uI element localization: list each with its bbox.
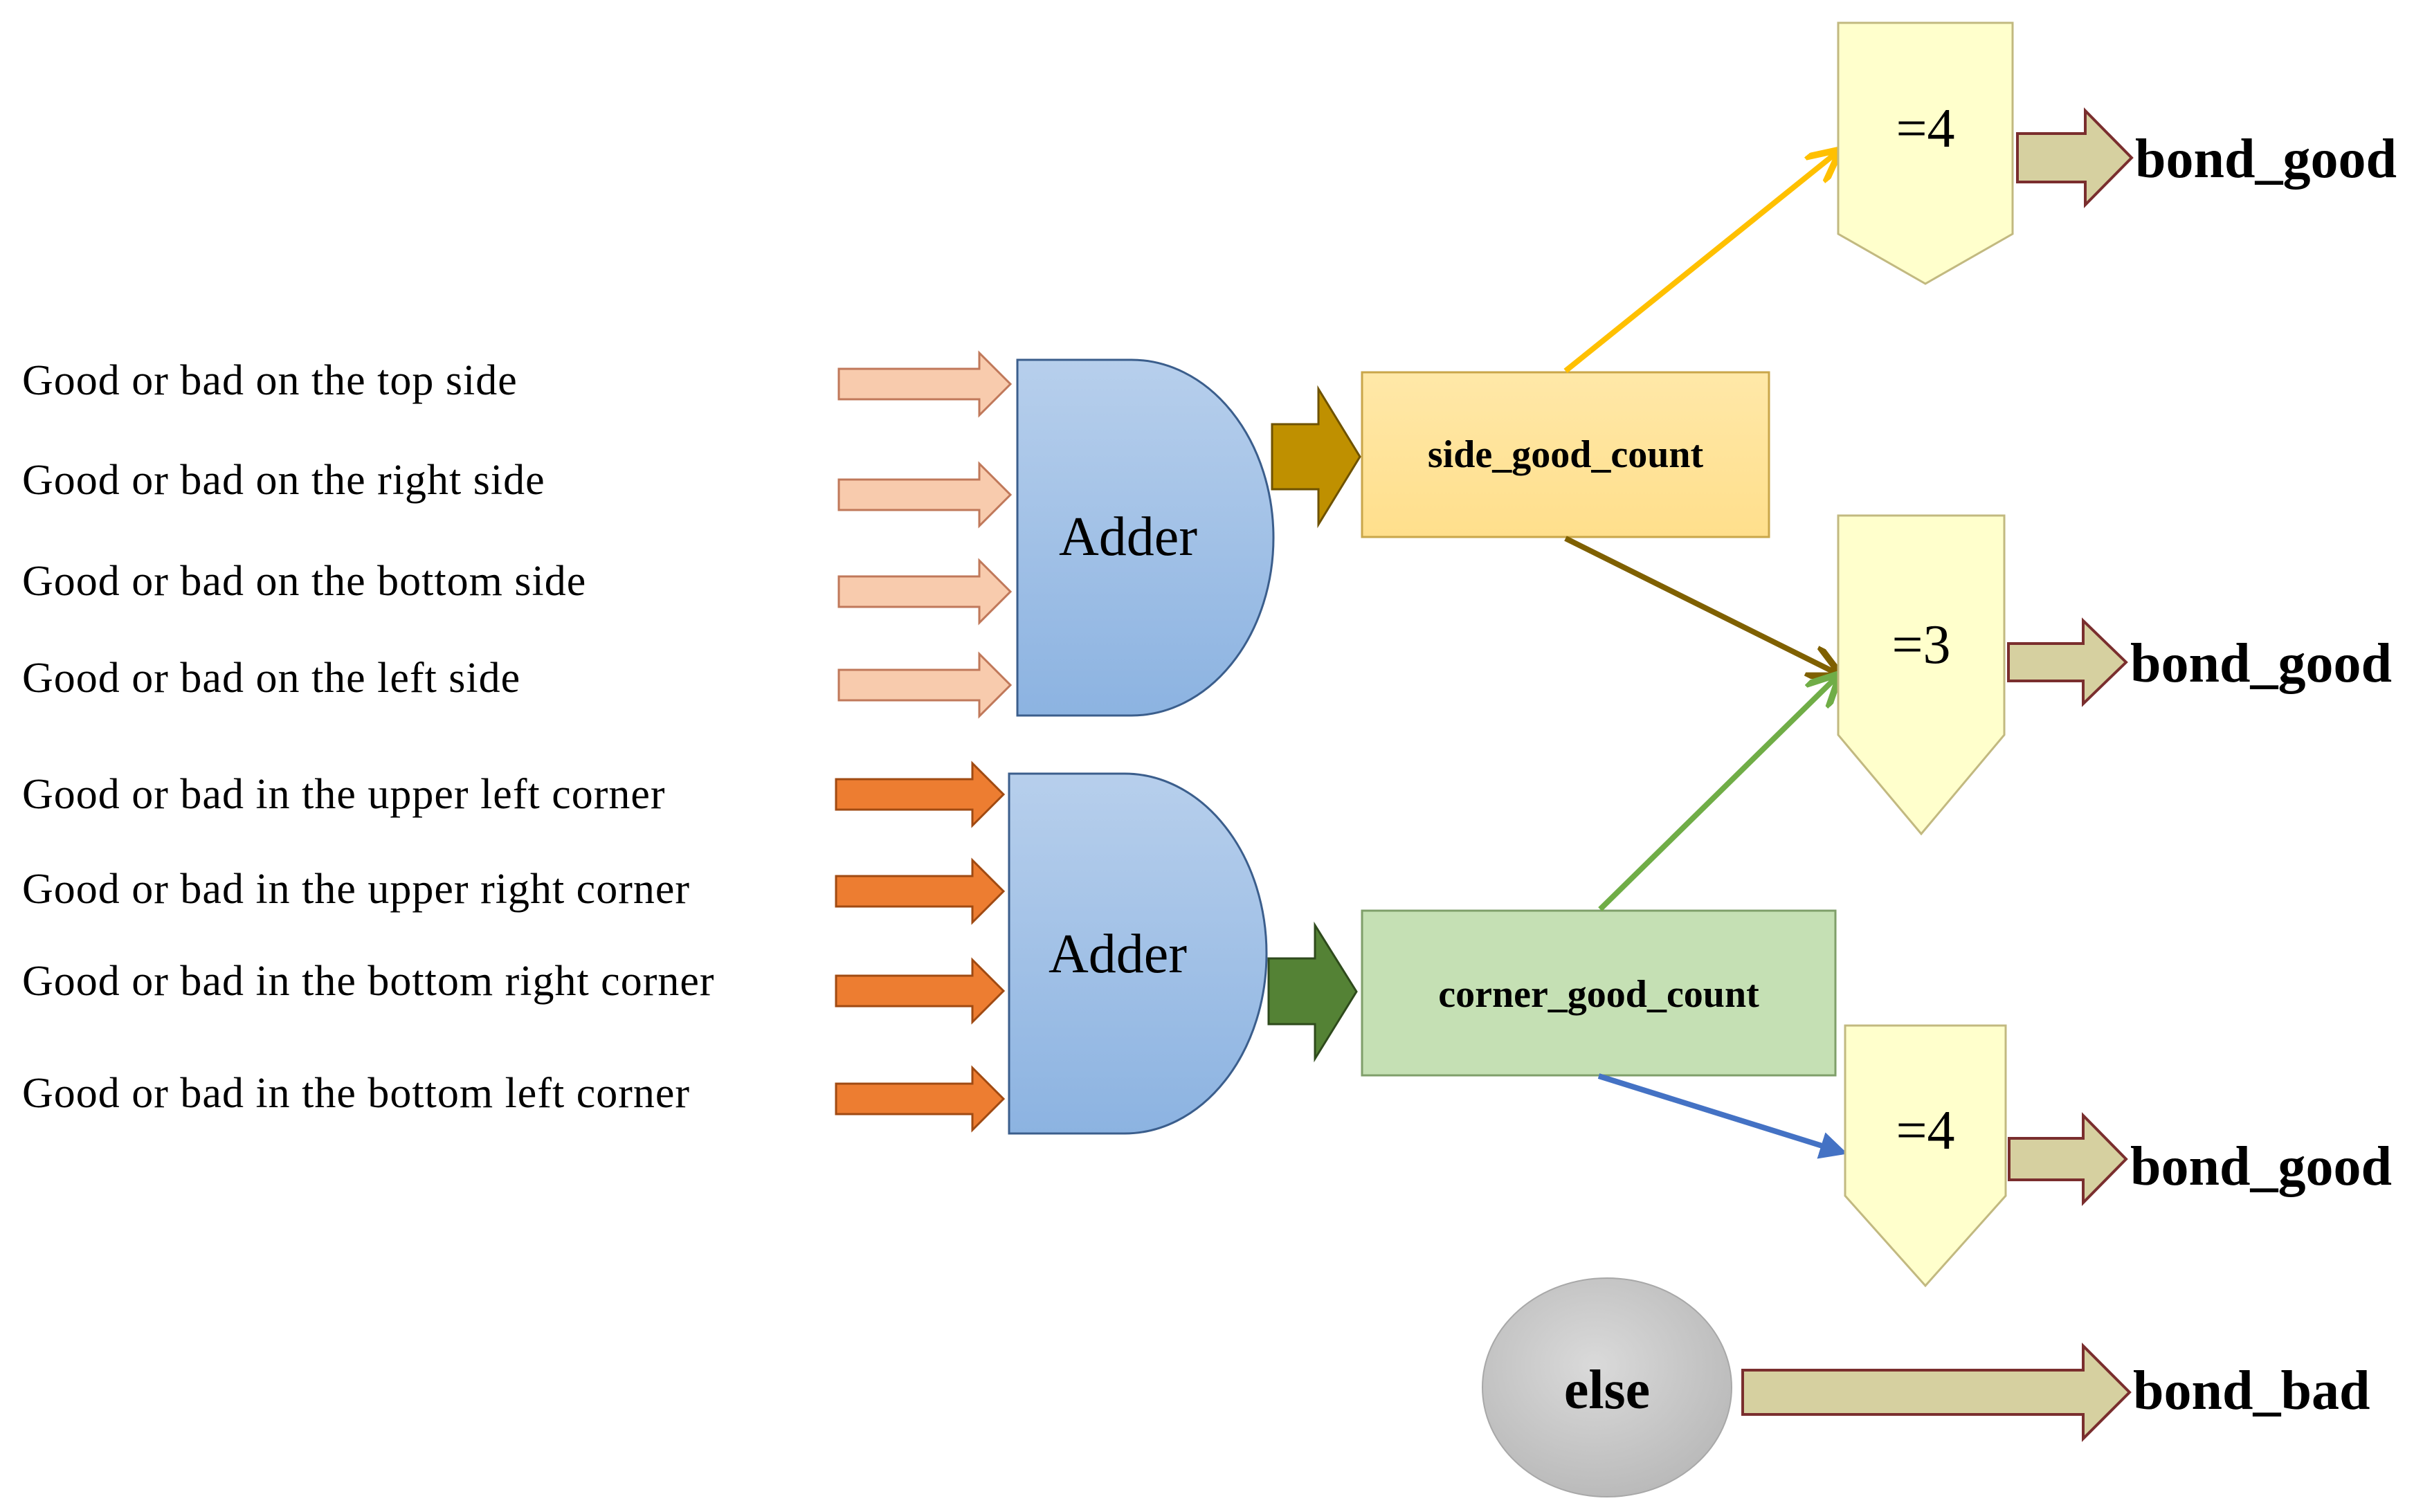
comparator-top-shape — [1837, 21, 2014, 285]
side-input-arrow-top — [837, 350, 1013, 418]
output-arrows — [1741, 107, 2134, 1442]
output-label-bottom: bond_good — [2130, 1136, 2392, 1197]
connector-side-to-eq3 — [1564, 536, 1835, 673]
side-good-count-box — [1361, 371, 1770, 538]
output-arrow-else — [1741, 1342, 2132, 1442]
corner-adder-label: Adder — [1049, 924, 1187, 985]
connector-side-to-eq4-top — [1563, 154, 1835, 374]
corner-good-count-box — [1361, 909, 1837, 1077]
side-input-arrow-left — [837, 651, 1013, 719]
input-label-upper-right-corner: Good or bad in the upper right corner — [22, 866, 690, 913]
corner-input-arrow-bottom-left — [835, 1065, 1006, 1133]
corner-input-arrow-upper-right — [835, 857, 1006, 925]
corner-adder-shape — [1008, 772, 1268, 1135]
input-label-left-side: Good or bad on the left side — [22, 655, 520, 702]
output-arrow-middle — [2007, 617, 2128, 707]
side-adder-shape — [1016, 358, 1275, 717]
corner-adder-output-arrow — [1267, 921, 1358, 1063]
corner-input-arrow-upper-left — [835, 760, 1006, 828]
input-label-top-side: Good or bad on the top side — [22, 357, 518, 404]
input-label-upper-left-corner: Good or bad in the upper left corner — [22, 771, 666, 818]
corner-input-arrow-bottom-right — [835, 957, 1006, 1025]
else-node-label: else — [1564, 1360, 1650, 1421]
input-label-bottom-right-corner: Good or bad in the bottom right corner — [22, 958, 715, 1005]
comparator-middle-shape — [1837, 514, 2006, 836]
output-arrow-top — [2016, 107, 2134, 208]
input-label-right-side: Good or bad on the right side — [22, 457, 545, 504]
comparator-top-label: =4 — [1896, 98, 1954, 159]
corner-good-count-label: corner_good_count — [1438, 973, 1759, 1016]
corner-input-arrows — [835, 760, 1006, 1133]
input-label-bottom-left-corner: Good or bad in the bottom left corner — [22, 1070, 690, 1117]
comparator-bottom-shape — [1844, 1024, 2007, 1288]
output-arrow-bottom — [2008, 1112, 2128, 1206]
side-good-count-label: side_good_count — [1428, 433, 1704, 476]
comparator-middle-label: =3 — [1891, 614, 1950, 675]
connector-corner-to-eq4-bottom — [1597, 1073, 1848, 1159]
output-label-top: bond_good — [2135, 129, 2397, 190]
output-label-else: bond_bad — [2133, 1360, 2370, 1421]
else-node-shape — [1482, 1277, 1732, 1497]
side-input-arrows — [837, 350, 1013, 719]
side-adder-label: Adder — [1059, 507, 1197, 567]
output-label-middle: bond_good — [2130, 633, 2392, 694]
side-adder-output-arrow — [1271, 385, 1361, 529]
connector-corner-to-eq3 — [1598, 678, 1835, 911]
comparator-bottom-label: =4 — [1896, 1100, 1954, 1161]
side-input-arrow-bottom — [837, 558, 1013, 626]
side-input-arrow-right — [837, 461, 1013, 529]
input-label-bottom-side: Good or bad on the bottom side — [22, 558, 586, 605]
